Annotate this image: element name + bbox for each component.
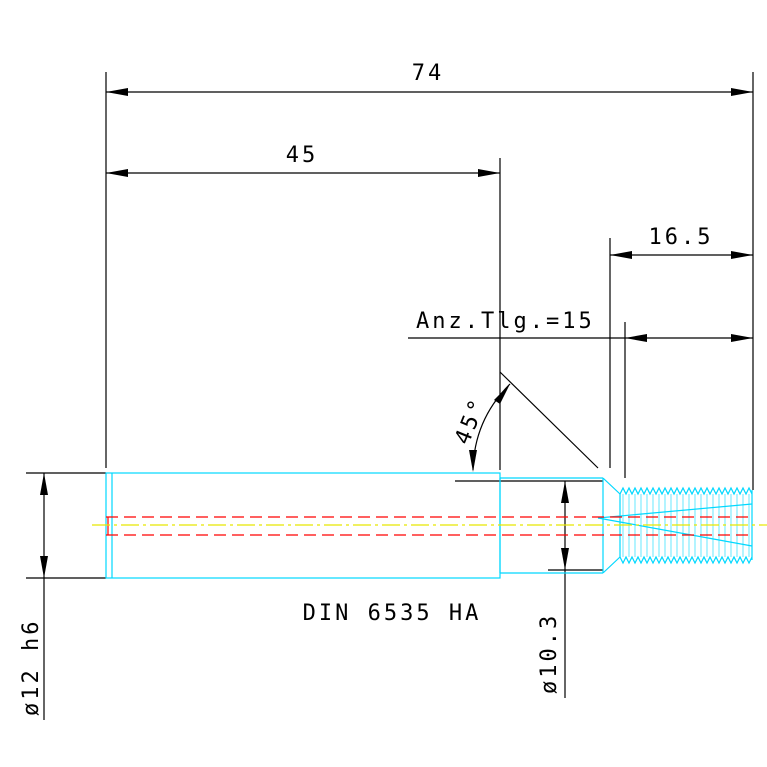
- dimension-thread-length: 16.5: [609, 225, 753, 468]
- dimension-shank-diameter: ø12 h6: [19, 472, 106, 720]
- standard-label: DIN 6535 HA: [303, 601, 482, 626]
- hidden-lines: [106, 516, 753, 536]
- tooth-count-label: Anz.Tlg.=15: [416, 309, 595, 334]
- angle-label: 45°: [450, 394, 491, 449]
- dimension-tooth-count: Anz.Tlg.=15: [408, 309, 753, 478]
- shank-diameter-label: ø12 h6: [19, 619, 44, 716]
- thread-length-label: 16.5: [649, 225, 714, 250]
- thread-profile-bottom: [619, 555, 753, 565]
- dimension-angle: 45°: [450, 371, 599, 472]
- overall-length-label: 74: [412, 61, 445, 86]
- dimension-overall-length: 74: [105, 61, 754, 490]
- dimension-flute-length: 45: [106, 143, 501, 470]
- neck-diameter-label: ø10.3: [537, 613, 562, 694]
- flute-length-label: 45: [286, 143, 319, 168]
- thread-profile-top: [619, 486, 753, 496]
- dimension-neck-diameter: ø10.3: [455, 480, 603, 698]
